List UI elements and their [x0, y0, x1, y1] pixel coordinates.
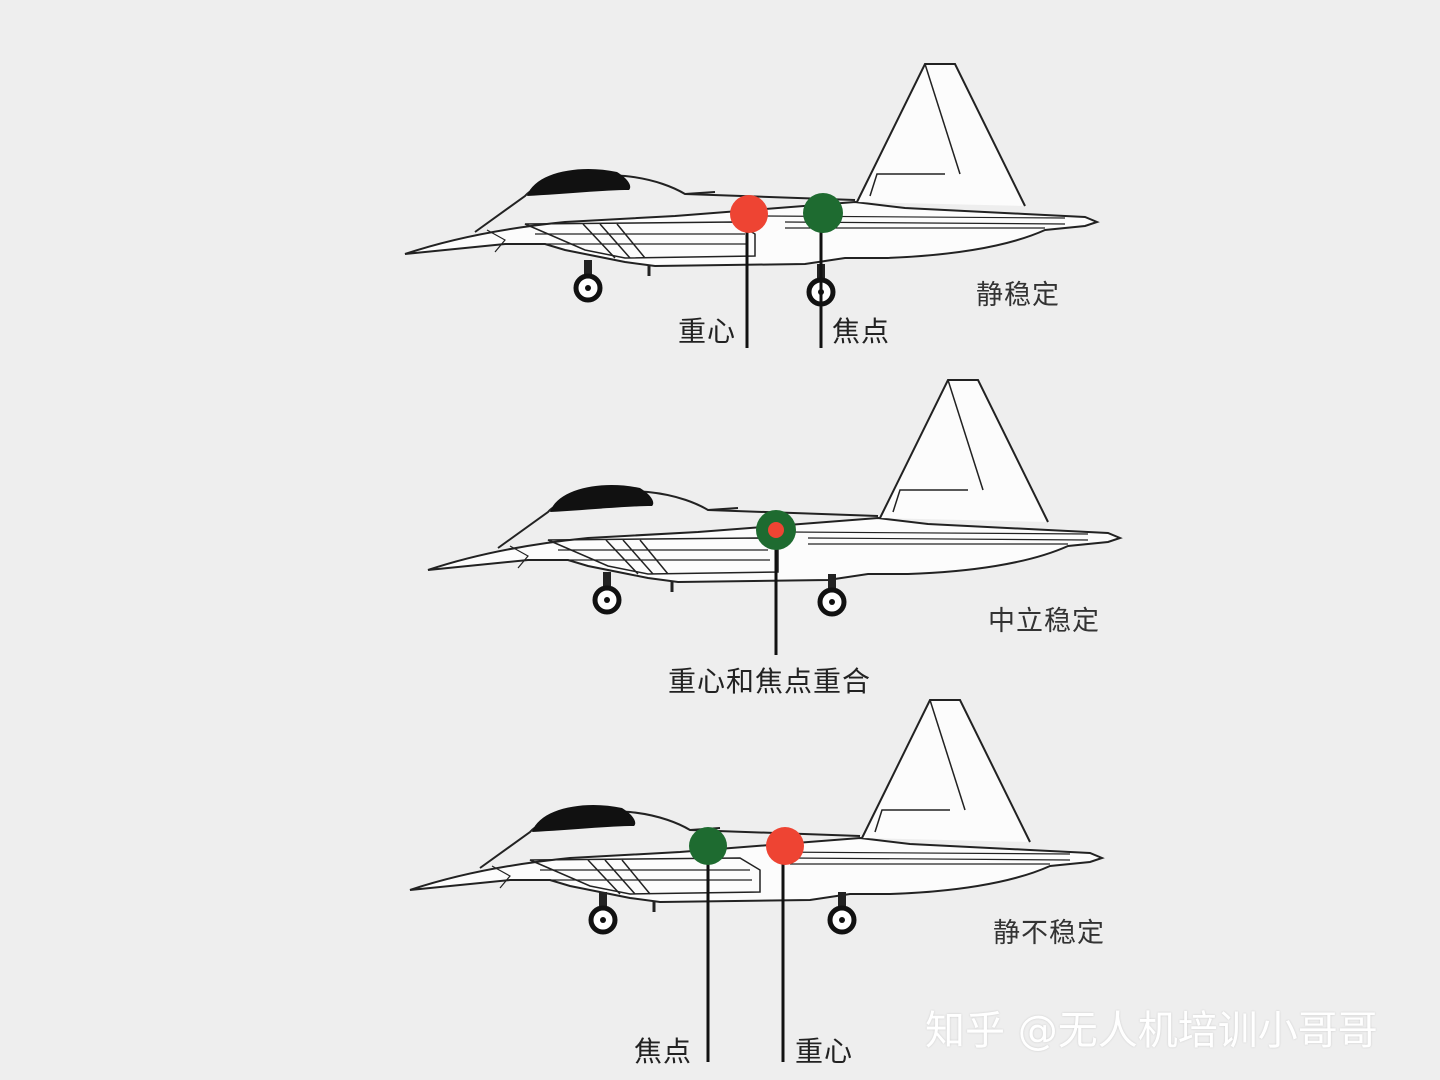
watermark-text: 知乎 @无人机培训小哥哥	[925, 1008, 1378, 1054]
cg-dot-3	[766, 827, 804, 865]
ac-dot-3	[689, 827, 727, 865]
condition-label-neutral-stable: 中立稳定	[988, 606, 1100, 637]
jet-neutral-stable	[426, 378, 1122, 614]
jet-static-stable	[403, 62, 1099, 304]
ac-label-1: 焦点	[832, 315, 891, 348]
condition-label-static-stable: 静稳定	[976, 280, 1060, 311]
condition-label-static-unstable: 静不稳定	[993, 918, 1105, 949]
combined-dot-cg	[768, 522, 784, 538]
combined-label: 重心和焦点重合	[668, 665, 872, 698]
cg-label-1: 重心	[678, 315, 737, 348]
ac-dot-1	[803, 193, 843, 233]
ac-label-3: 焦点	[634, 1035, 693, 1068]
cg-dot-1	[730, 195, 768, 233]
cg-label-3: 重心	[795, 1035, 854, 1068]
jet-static-unstable	[408, 698, 1104, 932]
